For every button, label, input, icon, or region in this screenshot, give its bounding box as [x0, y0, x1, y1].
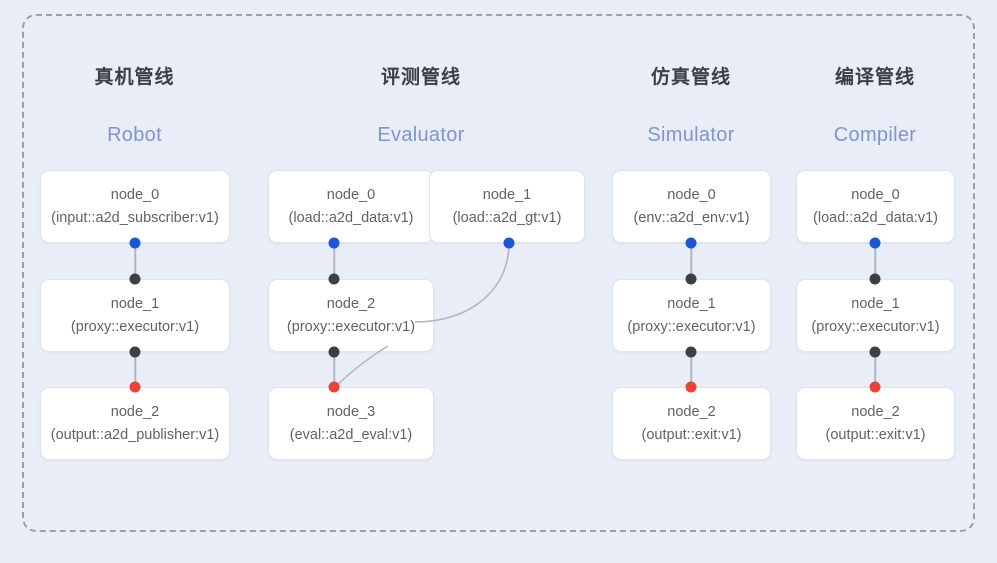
node-label-impl: (output::a2d_publisher:v1)	[50, 426, 220, 443]
port-input-robot-2[interactable]	[129, 381, 141, 393]
edge-simulator-0-to-1	[690, 243, 692, 279]
node-compiler-2[interactable]: node_2 (output::exit:v1)	[796, 387, 955, 460]
node-label-impl: (env::a2d_env:v1)	[633, 209, 750, 226]
node-evaluator-2[interactable]: node_2 (proxy::executor:v1)	[268, 279, 434, 352]
port-output-evaluator-2[interactable]	[328, 346, 340, 358]
node-evaluator-0[interactable]: node_0 (load::a2d_data:v1)	[268, 170, 434, 243]
port-input-robot-1[interactable]	[129, 273, 141, 285]
node-label-name: node_2	[667, 404, 716, 421]
node-compiler-0[interactable]: node_0 (load::a2d_data:v1)	[796, 170, 955, 243]
port-output-evaluator-1[interactable]	[503, 237, 515, 249]
node-simulator-2[interactable]: node_2 (output::exit:v1)	[612, 387, 771, 460]
port-input-compiler-2[interactable]	[869, 381, 881, 393]
node-label-impl: (proxy::executor:v1)	[811, 318, 940, 335]
node-evaluator-1[interactable]: node_1 (load::a2d_gt:v1)	[429, 170, 585, 243]
node-label-impl: (proxy::executor:v1)	[286, 318, 416, 335]
port-output-robot-1[interactable]	[129, 346, 141, 358]
column-subtitle-robot: Robot	[107, 124, 162, 146]
port-input-evaluator-2[interactable]	[328, 273, 340, 285]
node-label-name: node_1	[667, 296, 716, 313]
node-label-impl: (load::a2d_gt:v1)	[452, 209, 562, 226]
column-title-compiler: 编译管线	[834, 67, 915, 88]
node-label-name: node_0	[110, 187, 160, 204]
edge-robot-1-to-2	[134, 352, 136, 387]
column-title-simulator: 仿真管线	[650, 67, 731, 88]
pipeline-diagram-frame	[22, 14, 975, 532]
column-subtitle-evaluator: Evaluator	[377, 124, 465, 146]
edge-evaluator-2-to-3	[333, 352, 335, 387]
port-output-simulator-0[interactable]	[685, 237, 697, 249]
column-subtitle-simulator: Simulator	[647, 124, 735, 146]
port-output-compiler-1[interactable]	[869, 346, 881, 358]
node-label-name: node_1	[482, 187, 532, 204]
node-label-impl: (input::a2d_subscriber:v1)	[51, 209, 219, 226]
node-label-name: node_0	[667, 187, 716, 204]
node-simulator-0[interactable]: node_0 (env::a2d_env:v1)	[612, 170, 771, 243]
column-title-robot: 真机管线	[94, 67, 175, 88]
node-robot-0[interactable]: node_0 (input::a2d_subscriber:v1)	[40, 170, 230, 243]
column-title-evaluator: 评测管线	[380, 67, 461, 88]
node-label-name: node_1	[851, 296, 900, 313]
node-evaluator-3[interactable]: node_3 (eval::a2d_eval:v1)	[268, 387, 434, 460]
node-compiler-1[interactable]: node_1 (proxy::executor:v1)	[796, 279, 955, 352]
port-output-robot-0[interactable]	[129, 237, 141, 249]
edge-robot-0-to-1	[134, 243, 136, 279]
port-output-compiler-0[interactable]	[869, 237, 881, 249]
port-output-simulator-1[interactable]	[685, 346, 697, 358]
node-label-name: node_3	[326, 404, 376, 421]
node-label-impl: (load::a2d_data:v1)	[813, 209, 938, 226]
node-label-impl: (proxy::executor:v1)	[70, 318, 200, 335]
node-robot-1[interactable]: node_1 (proxy::executor:v1)	[40, 279, 230, 352]
node-label-impl: (proxy::executor:v1)	[627, 318, 756, 335]
node-label-name: node_0	[326, 187, 376, 204]
edge-evaluator-0-to-2	[333, 243, 335, 279]
port-input-evaluator-3[interactable]	[328, 381, 340, 393]
node-robot-2[interactable]: node_2 (output::a2d_publisher:v1)	[40, 387, 230, 460]
node-label-name: node_2	[326, 296, 376, 313]
port-output-evaluator-0[interactable]	[328, 237, 340, 249]
column-subtitle-compiler: Compiler	[833, 124, 917, 146]
port-input-simulator-2[interactable]	[685, 381, 697, 393]
node-label-name: node_2	[851, 404, 900, 421]
port-input-simulator-1[interactable]	[685, 273, 697, 285]
node-label-impl: (output::exit:v1)	[641, 426, 742, 443]
edge-compiler-0-to-1	[874, 243, 876, 279]
node-label-impl: (load::a2d_data:v1)	[288, 209, 414, 226]
node-label-name: node_1	[110, 296, 160, 313]
edge-compiler-1-to-2	[874, 352, 876, 387]
edge-simulator-1-to-2	[690, 352, 692, 387]
node-label-impl: (eval::a2d_eval:v1)	[289, 426, 413, 443]
port-input-compiler-1[interactable]	[869, 273, 881, 285]
node-simulator-1[interactable]: node_1 (proxy::executor:v1)	[612, 279, 771, 352]
node-label-name: node_2	[110, 404, 160, 421]
node-label-impl: (output::exit:v1)	[825, 426, 926, 443]
node-label-name: node_0	[851, 187, 900, 204]
